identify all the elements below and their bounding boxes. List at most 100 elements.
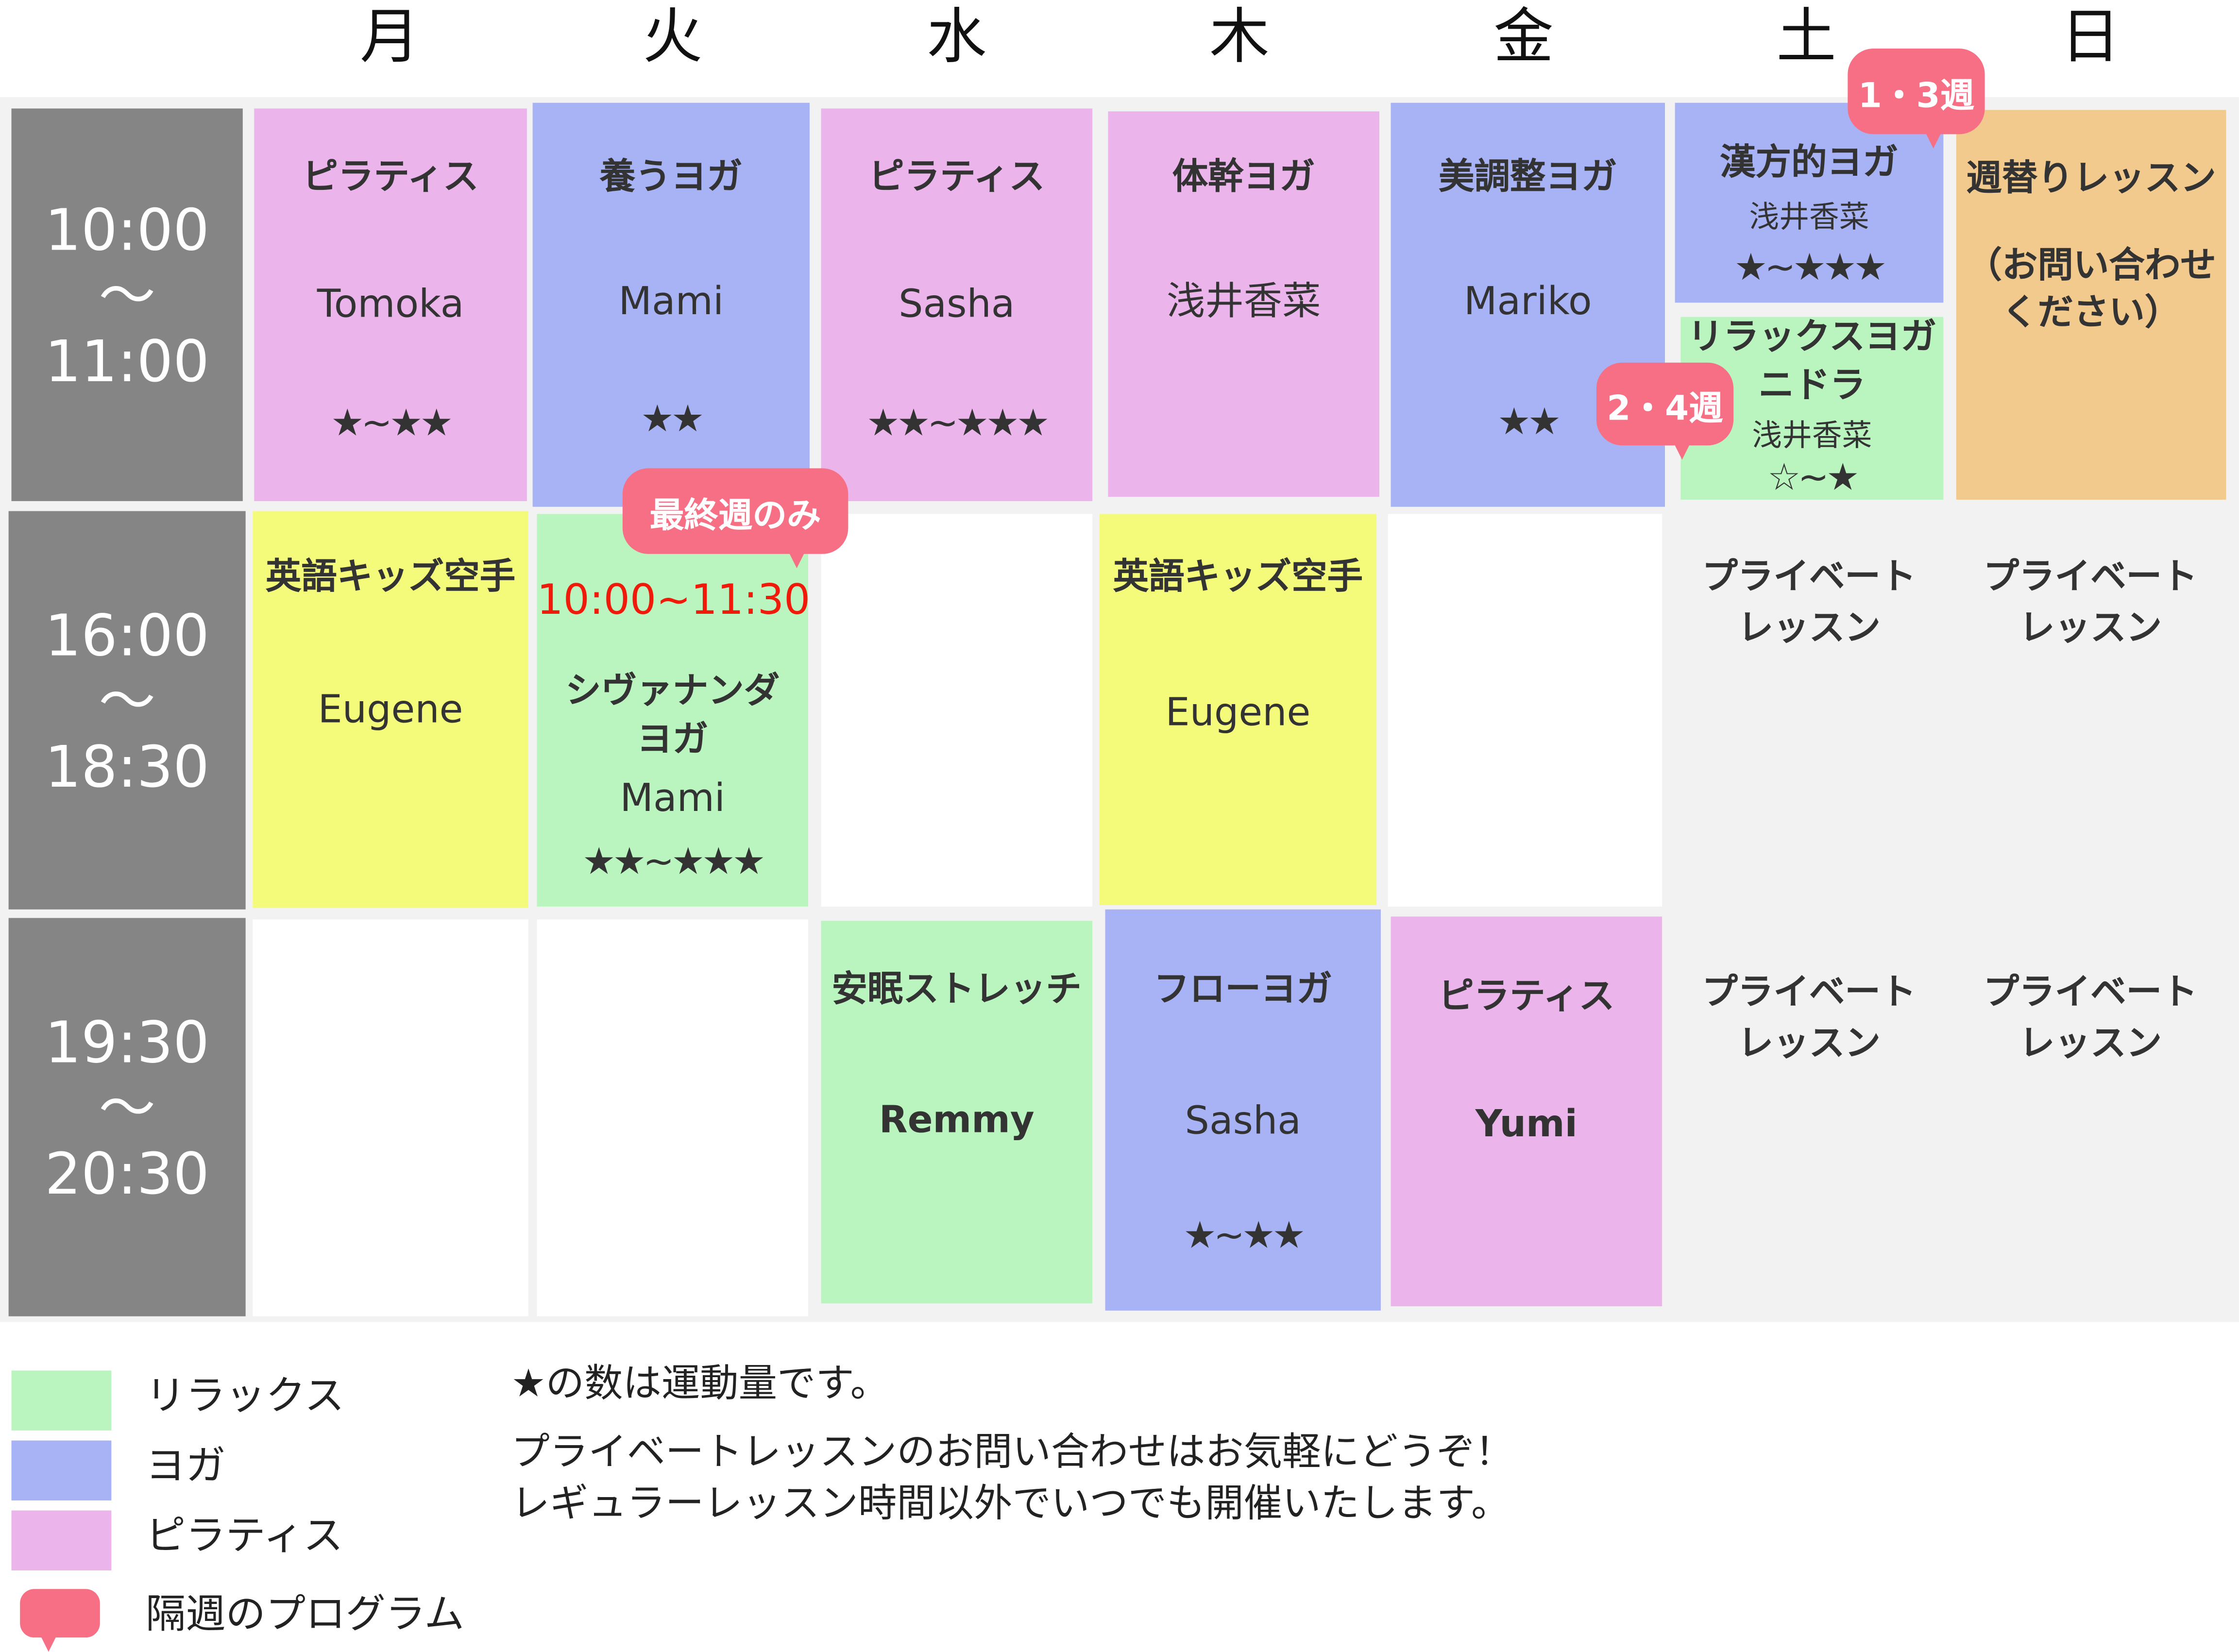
private-sat-2[interactable]: プライベート レッスン (1673, 514, 1945, 907)
empty-mon-3 (253, 919, 528, 1316)
teacher: Mami (620, 776, 726, 821)
note-private: プライベートレッスンのお問い合わせはお気軽にどうぞ！ (511, 1430, 1514, 1475)
class-mon-2[interactable]: 英語キッズ空手 Eugene (253, 511, 528, 908)
class-thu-1[interactable]: 体幹ヨガ 浅井香菜 (1108, 111, 1380, 497)
teacher: Remmy (879, 1099, 1035, 1142)
day-sat: 土 (1776, 1, 1836, 71)
end-time: 18:30 (45, 735, 210, 801)
class-fri-3[interactable]: ピラティス Yumi (1391, 916, 1662, 1307)
level: ★★~★★★ (866, 403, 1050, 446)
teacher: 浅井香菜 (1166, 280, 1321, 324)
teacher: Tomoka (317, 283, 464, 327)
teacher: 浅井香菜 (1752, 418, 1872, 453)
start-time: 16:00 (45, 604, 210, 670)
level: ★~★★★ (1734, 247, 1887, 290)
class-title-2: ヨガ (637, 718, 709, 760)
private-label-2: レッスン (2019, 1022, 2162, 1064)
legend-swatch-pilates (11, 1510, 112, 1570)
class-time: 10:00~11:30 (537, 575, 811, 624)
private-label: プライベート (1702, 971, 1917, 1012)
legend-swatch-biweekly (20, 1589, 100, 1652)
time-slot-3: 19:30 〜 20:30 (8, 918, 246, 1316)
private-sun-2[interactable]: プライベート レッスン (1954, 514, 2226, 907)
class-title: 安眠ストレッチ (831, 968, 1082, 1010)
class-mon-1[interactable]: ピラティス Tomoka ★~★★ (254, 108, 527, 501)
teacher: Sasha (899, 283, 1015, 327)
level: ★★~★★★ (582, 841, 765, 884)
private-sun-3[interactable]: プライベート レッスン (1954, 921, 2226, 1314)
level: ★★ (641, 398, 704, 441)
private-label: プライベート (1983, 555, 2198, 597)
class-title: リラックスヨガ (1687, 315, 1937, 357)
class-fri-1[interactable]: 美調整ヨガ Mariko ★★ (1391, 102, 1665, 507)
legend-label-biweekly: 隔週のプログラム (145, 1590, 465, 1638)
class-wed-3[interactable]: 安眠ストレッチ Remmy (821, 921, 1093, 1304)
empty-wed-2 (821, 514, 1093, 907)
start-time: 19:30 (45, 1011, 210, 1077)
day-tue: 火 (642, 1, 703, 71)
class-title: シヴァナンダ (565, 669, 780, 711)
day-mon: 月 (359, 1, 420, 71)
class-thu-2[interactable]: 英語キッズ空手 Eugene (1099, 514, 1377, 905)
separator: 〜 (98, 669, 156, 736)
class-title: 漢方的ヨガ (1720, 141, 1899, 183)
class-wed-1[interactable]: ピラティス Sasha ★★~★★★ (821, 108, 1093, 501)
empty-tue-3 (537, 919, 809, 1316)
level: ★~★★ (1183, 1214, 1306, 1258)
class-title: ピラティス (302, 155, 479, 197)
class-tue-1[interactable]: 養うヨガ Mami ★★ (532, 102, 810, 507)
class-title-2: ニドラ (1758, 364, 1866, 405)
badge-biweekly-1-3: 1・3週 (1848, 48, 1985, 149)
day-thu: 木 (1209, 1, 1270, 71)
time-slot-2: 16:00 〜 18:30 (8, 511, 246, 910)
note-private-2: レギュラーレッスン時間以外でいつでも開催いたします。 (511, 1482, 1510, 1526)
private-label: プライベート (1983, 971, 2198, 1012)
legend-label-pilates: ピラティス (145, 1512, 343, 1559)
private-label-2: レッスン (2019, 607, 2162, 648)
class-title: 体幹ヨガ (1172, 155, 1315, 197)
empty-fri-2 (1388, 514, 1662, 907)
class-title: ピラティス (868, 155, 1045, 197)
teacher: Yumi (1475, 1103, 1577, 1146)
note-stars: ★の数は運動量です。 (511, 1362, 889, 1406)
class-title: ピラティス (1438, 975, 1615, 1017)
badge-last-week-only: 最終週のみ (622, 468, 848, 569)
class-title: 週替りレッスン (1966, 157, 2216, 199)
legend-swatch-yoga (11, 1440, 112, 1500)
separator: 〜 (98, 264, 156, 330)
day-wed: 水 (927, 1, 987, 71)
class-title: 美調整ヨガ (1439, 155, 1617, 197)
class-thu-3[interactable]: フローヨガ Sasha ★~★★ (1105, 909, 1381, 1311)
class-note-2: ください） (2002, 291, 2181, 333)
class-sat-1a[interactable]: 漢方的ヨガ 浅井香菜 ★~★★★ (1675, 102, 1944, 303)
end-time: 11:00 (45, 330, 210, 396)
class-note: （お問い合わせ (1966, 244, 2216, 286)
private-label: プライベート (1702, 555, 1917, 597)
class-sun-1[interactable]: 週替りレッスン （お問い合わせ ください） (1956, 110, 2226, 500)
badge-biweekly-2-4: 2・4週 (1596, 362, 1734, 460)
teacher: Mami (618, 280, 724, 324)
time-slot-1: 10:00 〜 11:00 (11, 108, 243, 501)
teacher: 浅井香菜 (1749, 200, 1869, 235)
legend-label-relax: リラックス (145, 1372, 345, 1419)
class-tue-2[interactable]: 10:00~11:30 シヴァナンダ ヨガ Mami ★★~★★★ (537, 514, 811, 907)
legend-swatch-relax (11, 1370, 112, 1431)
level: ☆~★ (1767, 456, 1859, 500)
end-time: 20:30 (45, 1142, 210, 1208)
teacher: Sasha (1185, 1099, 1301, 1144)
teacher: Eugene (318, 688, 463, 733)
legend-label-yoga: ヨガ (145, 1442, 226, 1489)
teacher: Mariko (1464, 280, 1592, 324)
day-fri: 金 (1493, 1, 1554, 71)
separator: 〜 (98, 1076, 156, 1142)
class-title: 英語キッズ空手 (265, 555, 516, 597)
teacher: Eugene (1165, 691, 1311, 736)
private-label-2: レッスン (1737, 1022, 1881, 1064)
class-title: 養うヨガ (599, 155, 743, 197)
day-sun: 日 (2060, 1, 2120, 71)
private-sat-3[interactable]: プライベート レッスン (1673, 921, 1945, 1314)
level: ★~★★ (331, 403, 453, 446)
level: ★★ (1497, 401, 1561, 444)
class-title: フローヨガ (1153, 968, 1333, 1010)
